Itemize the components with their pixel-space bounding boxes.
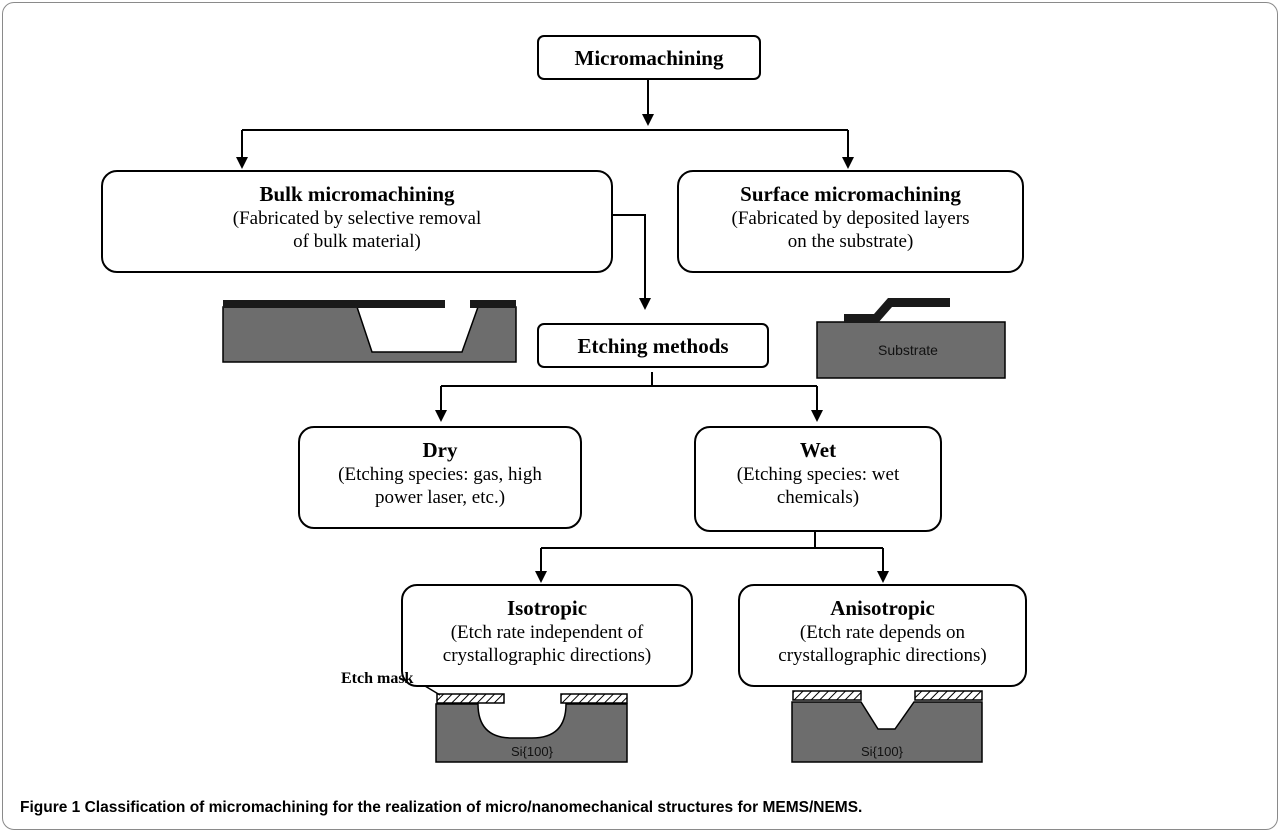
anisotropic-mask-left	[792, 690, 862, 701]
substrate-label: Substrate	[878, 342, 938, 358]
bulk-title: Bulk micromachining	[259, 182, 455, 206]
dry-title: Dry	[422, 438, 458, 462]
anisotropic-desc-line2: crystallographic directions)	[778, 645, 987, 666]
micromachining-node: Micromachining	[537, 35, 761, 80]
surface-micromachining-node: Surface micromachining (Fabricated by de…	[677, 170, 1024, 273]
dry-desc-line1: (Etching species: gas, high	[338, 464, 542, 485]
isotropic-si-label: Si{100}	[511, 744, 553, 759]
isotropic-desc-line2: crystallographic directions)	[442, 645, 652, 666]
bulk-mask-left	[223, 300, 445, 308]
wet-title: Wet	[799, 438, 837, 462]
surface-desc-line1: (Fabricated by deposited layers	[731, 208, 970, 229]
bulk-illustration	[222, 300, 517, 363]
isotropic-substrate	[435, 703, 628, 763]
surface-illustration	[816, 298, 1006, 379]
wet-node: Wet (Etching species: wet chemicals)	[694, 426, 942, 532]
bulk-micromachining-node: Bulk micromachining (Fabricated by selec…	[101, 170, 613, 273]
wet-desc-line2: chemicals)	[776, 487, 860, 508]
surface-desc-line2: on the substrate)	[787, 231, 914, 252]
caption-label: Figure 1	[20, 799, 81, 816]
anisotropic-substrate	[791, 701, 983, 763]
anisotropic-si-label: Si{100}	[861, 744, 903, 759]
bulk-desc-line1: (Fabricated by selective removal	[232, 208, 482, 229]
surface-substrate	[816, 321, 1006, 379]
etching-methods-node: Etching methods	[537, 323, 769, 368]
micromachining-title: Micromachining	[574, 46, 724, 70]
isotropic-title: Isotropic	[506, 596, 588, 620]
bulk-mask-right	[470, 300, 516, 308]
surface-title: Surface micromachining	[740, 182, 961, 206]
caption-text: Classification of micromachining for the…	[84, 799, 863, 816]
dry-node: Dry (Etching species: gas, high power la…	[298, 426, 582, 529]
connector-bulk-to-etching	[613, 214, 651, 310]
wet-desc-line1: (Etching species: wet	[736, 464, 900, 485]
surface-deposited-layer	[844, 298, 950, 323]
anisotropic-illustration	[791, 690, 983, 763]
isotropic-mask-left	[436, 693, 505, 704]
etching-title: Etching methods	[577, 334, 729, 358]
dry-desc-line2: power laser, etc.)	[374, 487, 506, 508]
bulk-desc-line2: of bulk material)	[293, 231, 421, 252]
figure-caption: Figure 1 Classification of micromachinin…	[20, 799, 862, 817]
isotropic-desc-line1: (Etch rate independent of	[450, 622, 644, 643]
isotropic-mask-right	[560, 693, 628, 704]
isotropic-illustration	[419, 682, 628, 763]
etch-mask-label: Etch mask	[341, 670, 414, 687]
bulk-substrate	[222, 306, 517, 363]
isotropic-node: Isotropic (Etch rate independent of crys…	[401, 584, 693, 687]
anisotropic-title: Anisotropic	[830, 596, 935, 620]
anisotropic-desc-line1: (Etch rate depends on	[799, 622, 966, 643]
anisotropic-mask-right	[914, 690, 983, 701]
anisotropic-node: Anisotropic (Etch rate depends on crysta…	[738, 584, 1027, 687]
